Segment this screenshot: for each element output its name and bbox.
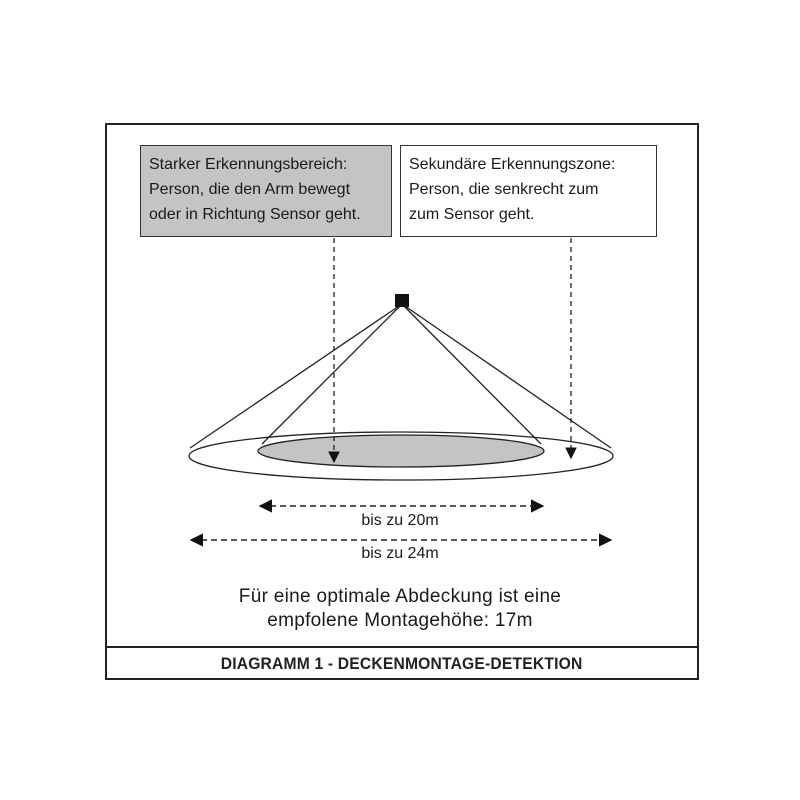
diagram-caption: DIAGRAMM 1 - DECKENMONTAGE-DETEKTION <box>221 653 583 673</box>
range-20m-label: bis zu 20m <box>361 512 439 529</box>
strong-detection-box: Starker Erkennungsbereich: Person, die d… <box>140 145 392 237</box>
sensor-icon <box>395 294 409 307</box>
strong-detection-zone <box>257 434 545 468</box>
cone-outer-left <box>189 303 403 449</box>
cone-inner-left <box>261 303 403 445</box>
cone-outer-right <box>401 303 612 449</box>
diagram-frame <box>105 123 699 680</box>
caption-bar: DIAGRAMM 1 - DECKENMONTAGE-DETEKTION <box>106 646 698 679</box>
mounting-height-note: Für eine optimale Abdeckung ist eine emp… <box>238 586 562 631</box>
secondary-detection-box: Sekundäre Erkennungszone: Person, die se… <box>400 145 657 237</box>
cone-inner-right <box>401 303 542 445</box>
range-24m-label: bis zu 24m <box>361 545 439 562</box>
